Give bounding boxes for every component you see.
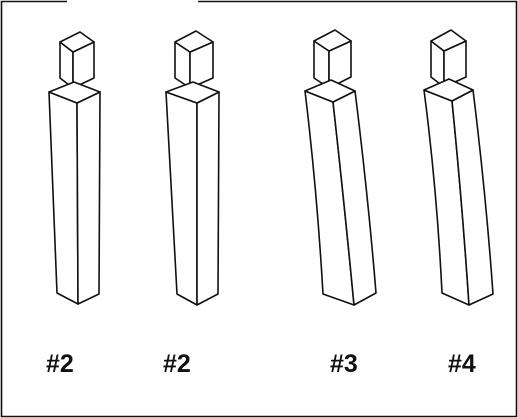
- post-1-body-front: [48, 91, 79, 305]
- post-1: [48, 31, 101, 305]
- label-post-4: #4: [448, 350, 476, 378]
- post-2-cap-top: [174, 30, 214, 53]
- post-4-body-right: [451, 89, 494, 306]
- label-post-1: #2: [46, 350, 74, 378]
- post-2-body-front: [165, 91, 198, 306]
- post-2-body-right: [196, 91, 220, 306]
- post-4-cap-top: [430, 29, 467, 52]
- post-3-body-right: [332, 90, 377, 306]
- label-post-2: #2: [163, 350, 191, 378]
- post-1-body-right: [76, 91, 101, 305]
- post-4: [423, 29, 494, 306]
- post-3-body-top: [304, 79, 356, 103]
- post-2: [165, 30, 220, 306]
- post-1-body-top: [48, 81, 101, 104]
- post-2-body-top: [165, 81, 220, 104]
- post-4-body-top: [423, 78, 474, 102]
- post-1-cap-top: [59, 31, 95, 53]
- post-3-cap-top: [313, 29, 352, 52]
- post-3: [304, 29, 377, 306]
- label-post-3: #3: [330, 350, 358, 378]
